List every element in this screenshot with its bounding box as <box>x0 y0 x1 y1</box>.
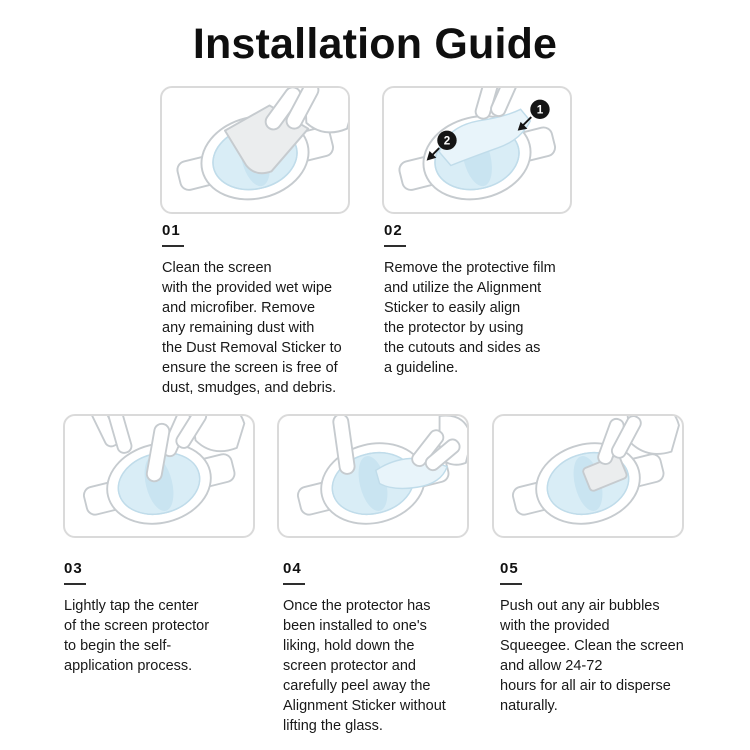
hand-palm <box>191 416 246 453</box>
step-03-number-block: 03 <box>64 560 86 585</box>
holding-finger <box>332 416 356 475</box>
badge-2-arrowhead <box>426 150 437 161</box>
step-03-text: Lightly tap the center of the screen pro… <box>64 598 210 674</box>
step-number-underline <box>64 583 86 585</box>
badge-1-circle <box>530 99 550 119</box>
step-number: 03 <box>64 560 83 577</box>
hold-protector-peel-sticker-icon <box>288 416 467 536</box>
step-02-text: Remove the protective film and utilize t… <box>384 260 556 376</box>
tapping-finger <box>145 422 171 483</box>
step-number-underline <box>384 245 406 247</box>
finger <box>175 416 208 449</box>
step-number-underline <box>162 245 184 247</box>
step-03-panel <box>63 414 255 538</box>
finger <box>610 416 642 459</box>
badge-1-arrowhead <box>517 121 528 131</box>
page-title: Installation Guide <box>192 20 558 68</box>
step-02-panel: 1 2 <box>382 86 572 214</box>
step-number: 05 <box>500 560 519 577</box>
step-number-underline <box>283 583 305 585</box>
step-02-number-block: 02 <box>384 222 406 247</box>
step-number-underline <box>500 583 522 585</box>
step-01-text: Clean the screen with the provided wet w… <box>162 260 342 396</box>
squeegee-pushing-bubbles-icon <box>503 416 680 536</box>
finger-tapping-protector-center-icon <box>74 416 246 536</box>
step-05-text: Push out any air bubbles with the provid… <box>500 598 684 714</box>
badge-2-circle <box>437 130 457 150</box>
step-04-panel <box>277 414 469 538</box>
finger <box>285 88 320 130</box>
step-01-panel <box>160 86 350 214</box>
finger <box>490 88 520 118</box>
step-01-number-block: 01 <box>162 222 184 247</box>
protective-film <box>438 108 532 167</box>
step-05-number-block: 05 <box>500 560 522 585</box>
badge-2-label: 2 <box>444 135 450 148</box>
step-number: 01 <box>162 222 181 239</box>
finger <box>107 416 133 454</box>
step-05-panel <box>492 414 684 538</box>
hand-wiping-watch-screen-icon <box>168 88 348 212</box>
step-number: 04 <box>283 560 302 577</box>
peel-film-alignment-sticker-icon: 1 2 <box>390 88 564 212</box>
step-04-number-block: 04 <box>283 560 305 585</box>
step-number: 02 <box>384 222 403 239</box>
step-04-text: Once the protector has been installed to… <box>283 598 446 734</box>
badge-1-label: 1 <box>537 104 544 117</box>
finger <box>424 438 461 472</box>
